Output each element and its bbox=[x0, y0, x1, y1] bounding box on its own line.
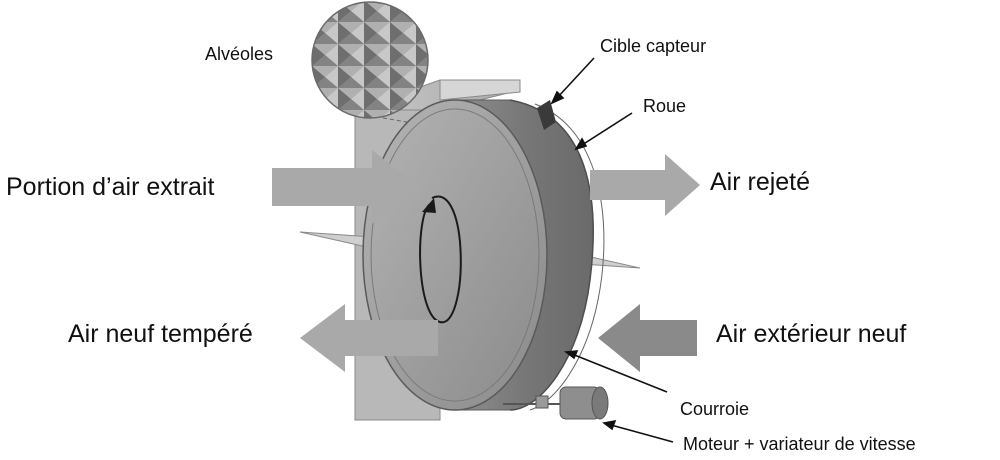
leader-moteur bbox=[610, 424, 674, 443]
label-moteur-variateur: Moteur + variateur de vitesse bbox=[683, 434, 916, 454]
motor-assembly bbox=[503, 386, 609, 420]
leader-cible-capteur-head bbox=[550, 90, 565, 105]
leader-roue bbox=[581, 112, 633, 146]
label-cible-capteur: Cible capteur bbox=[600, 36, 707, 56]
label-roue: Roue bbox=[643, 96, 687, 116]
leader-moteur-head bbox=[602, 419, 617, 431]
label-portion-air-extrait: Portion d’air extrait bbox=[6, 173, 215, 201]
arrow-air-neuf-tempere bbox=[300, 304, 438, 372]
alveoles-magnifier bbox=[311, 1, 429, 119]
arrow-air-rejete bbox=[590, 154, 700, 216]
leader-roue-head bbox=[574, 137, 588, 151]
leader-courroie-head bbox=[563, 350, 579, 360]
rotary-wheel bbox=[362, 99, 605, 411]
label-air-exterieur-neuf: Air extérieur neuf bbox=[716, 320, 907, 348]
label-courroie: Courroie bbox=[680, 399, 750, 419]
leader-lines bbox=[550, 57, 674, 443]
leader-courroie bbox=[571, 353, 668, 393]
rotation-arrow bbox=[419, 195, 462, 324]
arrow-portion-air-extrait bbox=[272, 150, 420, 224]
sensor-target-shape bbox=[537, 100, 556, 130]
leader-cible-capteur bbox=[556, 57, 595, 99]
arrow-air-exterieur-neuf bbox=[598, 304, 697, 372]
label-air-rejete: Air rejeté bbox=[710, 168, 811, 196]
label-air-neuf-tempere: Air neuf tempéré bbox=[68, 320, 253, 348]
label-alveoles: Alvéoles bbox=[205, 44, 274, 64]
